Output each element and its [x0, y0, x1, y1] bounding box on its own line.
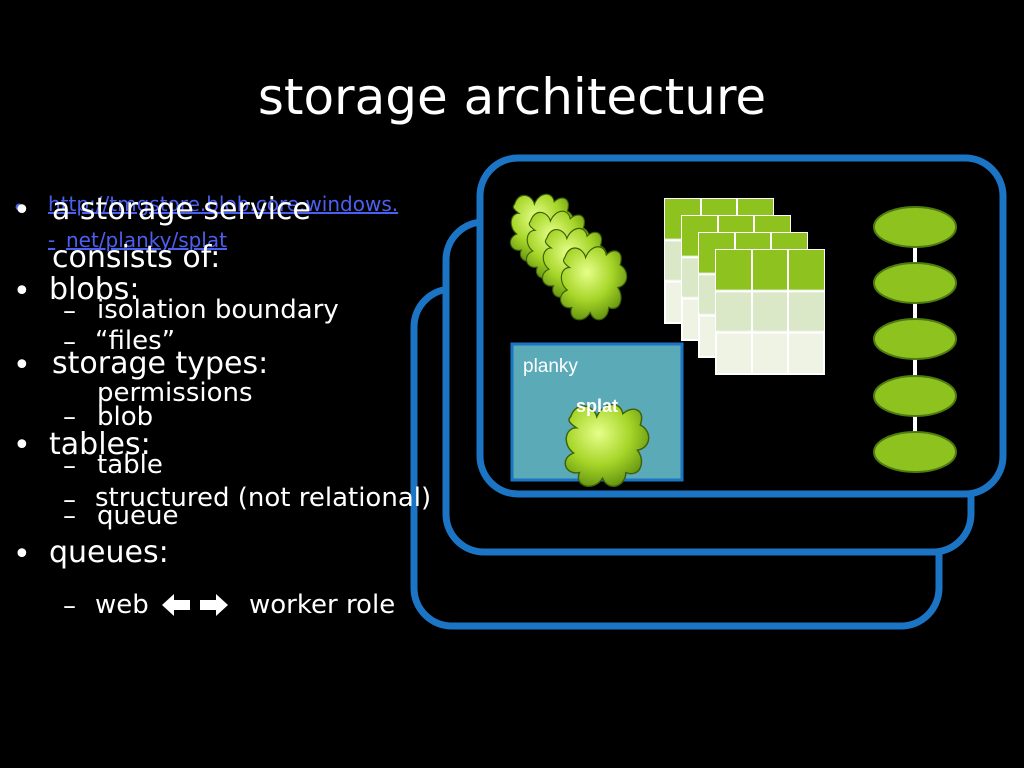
container-label: planky	[523, 356, 578, 377]
bullet-tables: tables:	[49, 427, 151, 462]
dash-marker: –	[63, 327, 76, 357]
sub-table: table	[97, 450, 163, 480]
sub-web: web	[95, 590, 149, 620]
bullet-marker: •	[13, 193, 31, 228]
bullet-storage-service: a storage service	[52, 192, 311, 227]
blob-container-box	[510, 342, 684, 482]
sub-permissions: permissions	[97, 378, 253, 408]
sub-queue: queue	[97, 501, 179, 531]
blob-label: splat	[576, 396, 618, 416]
sub-isolation-boundary: isolation boundary	[97, 295, 339, 325]
queue-icon	[873, 206, 957, 473]
bullet-marker: •	[13, 537, 31, 572]
table-sheet	[715, 249, 825, 375]
bullet-queues: queues:	[49, 535, 169, 570]
dash-marker: –	[63, 591, 76, 621]
sub-files: “files”	[95, 326, 176, 356]
dash-marker: –	[63, 402, 76, 432]
bullet-marker: •	[13, 348, 31, 383]
dash-marker: –	[63, 501, 76, 531]
table-stack-icon	[664, 198, 825, 375]
link-dash: -	[48, 228, 56, 252]
slide-title: storage architecture	[257, 68, 767, 126]
bullet-blobs: blobs:	[49, 272, 140, 307]
blob-url-link-line1[interactable]: http://tmgstore.blob.core.windows.	[48, 192, 399, 216]
sub-structured: structured (not relational)	[95, 483, 432, 513]
link-bullet: •	[12, 194, 27, 222]
bullet-storage-service-cont: consists of:	[52, 240, 221, 275]
sub-blob: blob	[97, 402, 154, 432]
sub-worker-role: worker role	[249, 590, 396, 620]
bullet-storage-types: storage types:	[52, 346, 269, 381]
bold-arrow-right-icon	[200, 594, 228, 616]
dash-marker: –	[63, 485, 76, 515]
blob-url-link-line2[interactable]: net/planky/splat	[66, 228, 227, 252]
bullet-marker: •	[13, 274, 31, 309]
dash-marker: –	[63, 451, 76, 481]
dash-marker: –	[63, 296, 76, 326]
bullet-marker: •	[13, 428, 31, 463]
bold-arrow-left-icon	[162, 594, 190, 616]
